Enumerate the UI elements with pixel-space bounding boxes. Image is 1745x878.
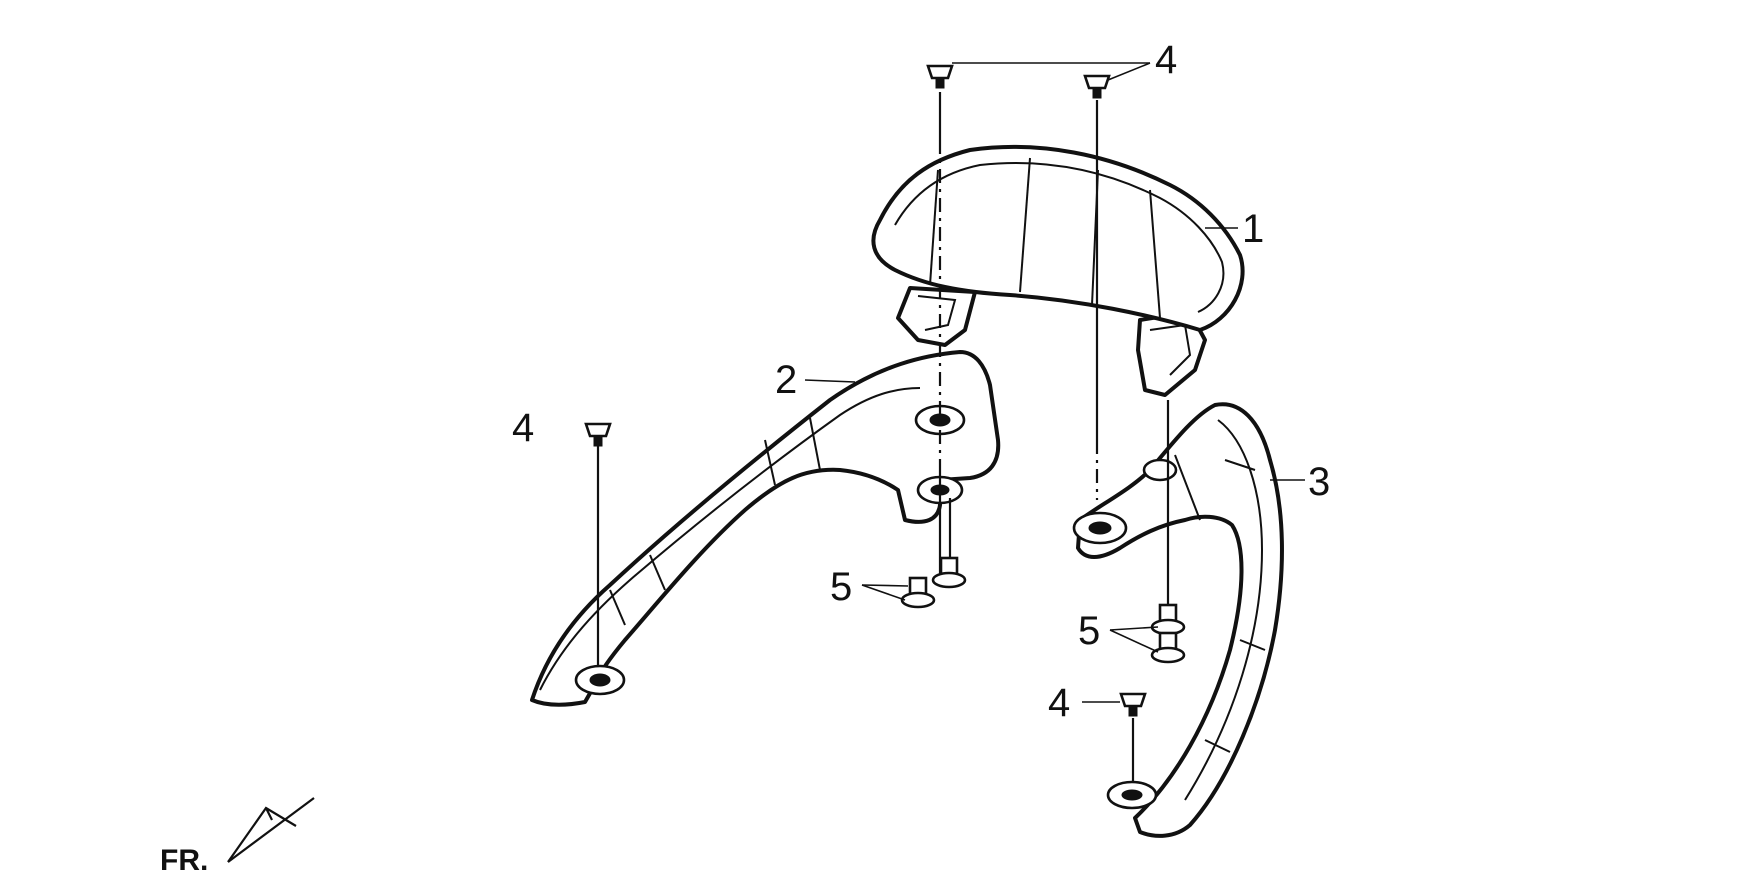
callout-number-2: 2 [775, 358, 798, 402]
callout-number-5: 5 [830, 565, 853, 609]
right-grab-rail [1072, 402, 1284, 838]
screw-4-top-right [1083, 74, 1111, 99]
left-grab-rail [530, 350, 1001, 707]
screw-4-right [1119, 692, 1147, 717]
front-direction-arrow-icon [227, 797, 315, 863]
callout-number-5: 5 [1078, 609, 1101, 653]
callout-number-4: 4 [512, 406, 535, 450]
collar-5-a [931, 556, 967, 589]
callout-number-4: 4 [1155, 38, 1178, 82]
screw-4-left [584, 422, 612, 447]
leader-line [1107, 62, 1151, 81]
leader-line [1109, 629, 1159, 653]
callout-number-4: 4 [1048, 681, 1071, 725]
leader-line [804, 379, 856, 383]
collar-5-b [900, 576, 936, 609]
collar-5-d [1150, 631, 1186, 664]
callout-number-3: 3 [1308, 460, 1331, 504]
backrest-pad [871, 144, 1245, 397]
collar-5-c [1150, 603, 1186, 636]
leader-line [1109, 626, 1159, 631]
leader-line [861, 584, 906, 601]
screw-4-top-left [926, 64, 954, 89]
callout-number-1: 1 [1242, 207, 1265, 251]
leader-line [861, 584, 909, 587]
front-orientation-label: FR. [160, 844, 209, 877]
